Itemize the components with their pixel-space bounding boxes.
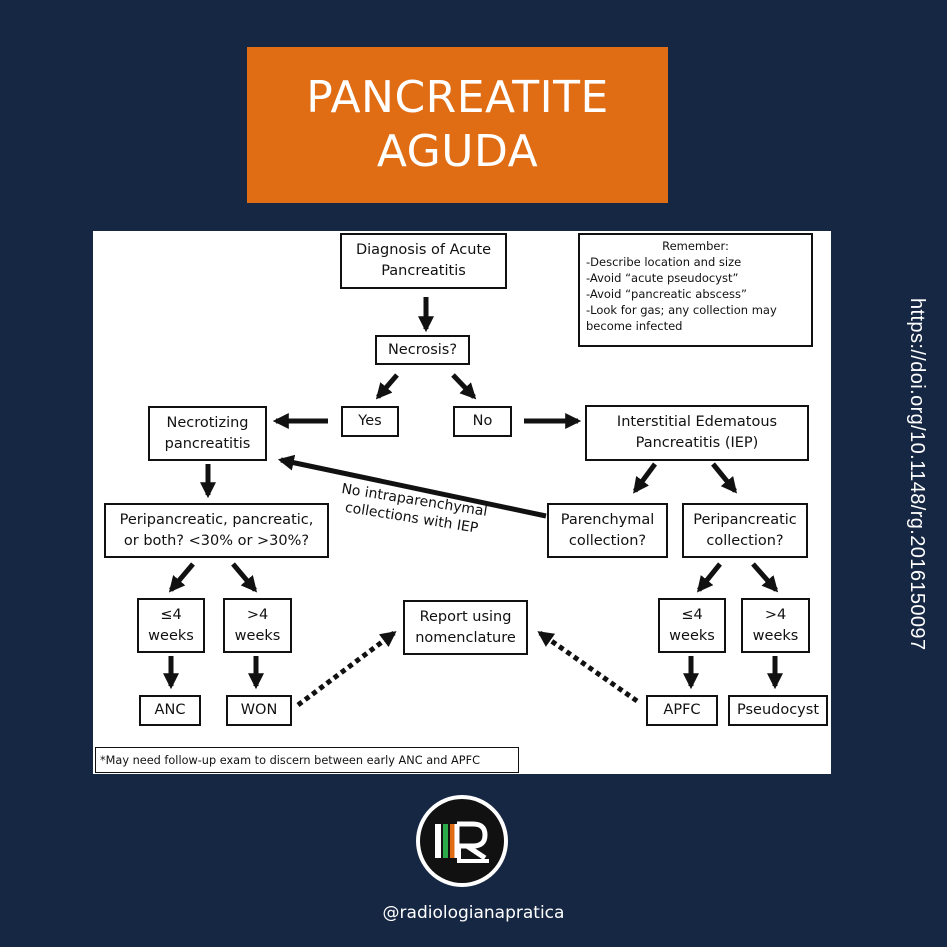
arrow-parenchymal-necrotizing [277, 454, 547, 519]
title-line-1: PANCREATITE [306, 72, 609, 123]
remember-box: Remember: -Describe location and size -A… [578, 233, 813, 347]
arrow-peri-le4 [696, 562, 722, 593]
radiologia-na-pratica-logo [416, 795, 508, 887]
node-left-le4-weeks: ≤4 weeks [137, 598, 205, 653]
arrow-apfc-report [537, 630, 639, 704]
remember-item: -Look for gas; any collection may become… [586, 303, 777, 333]
node-peripancreatic: Peripancreatic collection? [682, 503, 808, 558]
flowchart-panel: Diagnosis of Acute Pancreatitis Necrosis… [93, 231, 831, 774]
node-report: Report using nomenclature [403, 600, 528, 655]
node-no: No [453, 406, 512, 437]
node-pseudocyst: Pseudocyst [728, 695, 828, 726]
node-necrosis: Necrosis? [375, 335, 470, 365]
node-necrotizing: Necrotizing pancreatitis [148, 406, 267, 461]
arrow-extent-le4 [168, 562, 195, 593]
remember-title: Remember: [662, 239, 729, 253]
node-won: WON [226, 695, 292, 726]
arrow-iep-parenchymal [632, 462, 658, 494]
arrow-necrosis-yes [375, 373, 399, 400]
node-diagnosis: Diagnosis of Acute Pancreatitis [340, 233, 507, 289]
remember-item: -Describe location and size [586, 255, 742, 269]
instagram-handle: @radiologianapratica [382, 903, 565, 923]
remember-item: -Avoid “acute pseudocyst” [586, 271, 739, 285]
arrow-extent-gt4 [231, 562, 258, 593]
node-yes: Yes [341, 406, 399, 437]
node-extent: Peripancreatic, pancreatic, or both? <30… [104, 503, 329, 558]
node-left-gt4-weeks: >4 weeks [223, 598, 292, 653]
node-right-gt4-weeks: >4 weeks [741, 598, 810, 653]
arrow-peri-gt4 [751, 562, 779, 593]
title-line-2: AGUDA [376, 126, 539, 177]
arrow-necrosis-no [451, 373, 477, 400]
title-banner: PANCREATITE AGUDA [247, 47, 668, 203]
node-anc: ANC [139, 695, 201, 726]
node-right-le4-weeks: ≤4 weeks [658, 598, 726, 653]
footnote: *May need follow-up exam to discern betw… [95, 747, 519, 773]
node-apfc: APFC [646, 695, 718, 726]
remember-item: -Avoid “pancreatic abscess” [586, 287, 747, 301]
node-parenchymal: Parenchymal collection? [547, 503, 668, 558]
arrow-won-report [296, 631, 397, 707]
node-iep: Interstitial Edematous Pancreatitis (IEP… [585, 405, 809, 461]
flowchart-arrows [162, 297, 784, 707]
doi-reference: https://doi.org/10.1148/rg.2016150097 [906, 298, 928, 651]
arrow-iep-peripancreatic [711, 462, 738, 494]
